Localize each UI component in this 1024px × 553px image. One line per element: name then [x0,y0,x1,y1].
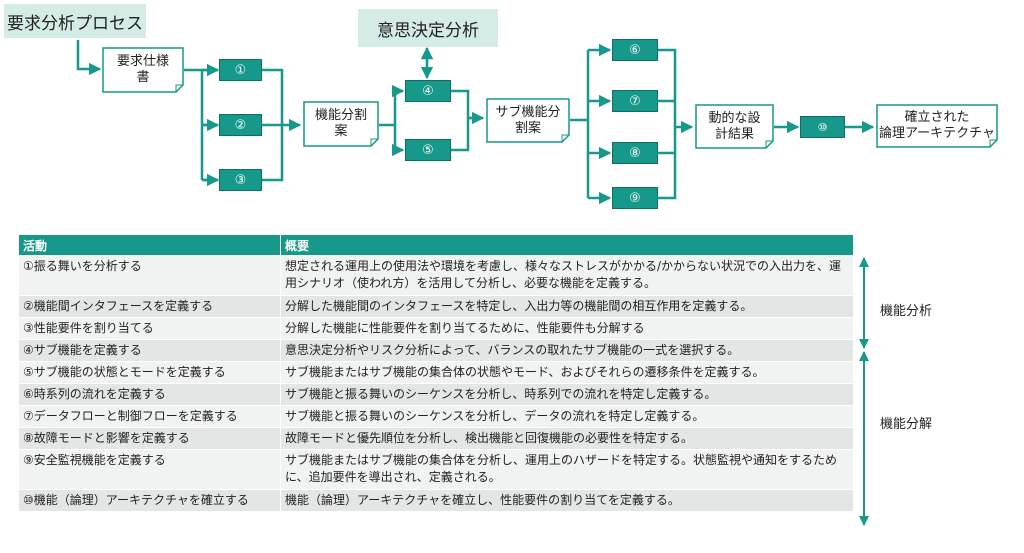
doc-function-allocation-label: 機能分割 案 [314,108,367,139]
activity-cell: ③性能要件を割り当てる [18,317,281,340]
step-9-box: ⑨ [612,187,658,209]
table-row: ③性能要件を割り当てる 分解した機能に性能要件を割り当てるために、性能要件も分解… [18,317,854,340]
summary-cell: 想定される運用上の使用法や環境を考慮し、様々なストレスがかかる/かからない状況で… [280,255,854,296]
summary-cell: 故障モードと優先順位を分析し、検出機能と回復機能の必要性を特定する。 [280,427,854,450]
activity-cell: ⑧故障モードと影響を定義する [18,427,281,450]
activity-table: 活動 概要 ①振る舞いを分析する 想定される運用上の使用法や環境を考慮し、様々な… [18,234,854,512]
summary-cell: 機能（論理）アーキテクチャを確立し、性能要件の割り当てを定義する。 [280,489,854,512]
activity-cell: ⑦データフローと制御フローを定義する [18,405,281,428]
activity-cell: ①振る舞いを分析する [18,255,281,296]
activity-cell: ⑩機能（論理）アーキテクチャを確立する [18,489,281,512]
step-7-box: ⑦ [612,90,658,112]
table-header-row: 活動 概要 [18,234,854,256]
step-6-box: ⑥ [612,39,658,61]
summary-cell: 意思決定分析やリスク分析によって、バランスの取れたサブ機能の一式を選択する。 [280,339,854,362]
flow-connectors [76,40,875,205]
group-arrows [859,257,869,526]
header-summary: 概要 [280,234,854,256]
table-row: ⑨安全監視機能を定義する サブ機能またはサブ機能の集合体を分析し、運用上のハザー… [18,449,854,490]
connector-merge-2 [451,89,480,152]
doc-function-allocation: 機能分割 案 [303,101,379,147]
connector-merge-1 [262,68,284,182]
doc-subfunction-allocation: サブ機能分 割案 [486,98,570,143]
table-row: ②機能間インタフェースを定義する 分解した機能間のインタフェースを特定し、入出力… [18,295,854,318]
decision-title: 意思決定分析 [358,9,498,47]
step-5-box: ⑤ [405,139,451,161]
table-row: ⑦データフローと制御フローを定義する サブ機能と振る舞いのシーケンスを分析し、デ… [18,405,854,428]
step-8-box: ⑧ [612,142,658,164]
doc-requirements-spec-label: 要求仕様 書 [116,54,169,85]
header-activity: 活動 [18,234,281,256]
connector-subfunc-split [570,50,590,198]
process-title: 要求分析プロセス [4,4,146,38]
doc-dynamic-design-label: 動的な設 計結果 [708,110,761,142]
summary-cell: サブ機能またはサブ機能の集合体を分析し、運用上のハザードを特定する。状態監視や通… [280,449,854,490]
activity-cell: ②機能間インタフェースを定義する [18,295,281,318]
step-10-box: ⑩ [800,116,845,138]
step-4-box: ④ [405,80,451,102]
summary-cell: サブ機能と振る舞いのシーケンスを分析し、時系列での流れを特定し定義する。 [280,383,854,406]
activity-cell: ⑤サブ機能の状態とモードを定義する [18,361,281,384]
summary-cell: 分解した機能間のインタフェースを特定し、入出力等の機能間の相互作用を定義する。 [280,295,854,318]
step-3-box: ③ [219,169,262,191]
doc-requirements-spec: 要求仕様 書 [102,47,184,93]
summary-cell: サブ機能またはサブ機能の集合体の状態やモード、およびそれらの遷移条件を定義する。 [280,361,854,384]
table-row: ⑤サブ機能の状態とモードを定義する サブ機能またはサブ機能の集合体の状態やモード… [18,361,854,384]
group-label-decomposition: 機能分解 [880,417,933,432]
summary-cell: 分解した機能に性能要件を割り当てるために、性能要件も分解する [280,317,854,340]
group-label-analysis: 機能分析 [880,304,933,319]
doc-subfunction-allocation-label: サブ機能分 割案 [495,104,561,136]
activity-cell: ④サブ機能を定義する [18,339,281,362]
doc-logical-architecture-label: 確立された 論理アーキテクチャ [878,110,996,141]
summary-cell: サブ機能と振る舞いのシーケンスを分析し、データの流れを特定し定義する。 [280,405,854,428]
table-row: ④サブ機能を定義する 意思決定分析やリスク分析によって、バランスの取れたサブ機能… [18,339,854,362]
connector-merge-3 [658,48,677,200]
connector-func-split [379,91,397,150]
doc-dynamic-design: 動的な設 計結果 [695,104,774,149]
connector-process-spec [76,40,102,76]
step-2-box: ② [219,114,262,136]
table-row: ⑧故障モードと影響を定義する 故障モードと優先順位を分析し、検出機能と回復機能の… [18,427,854,450]
step-1-box: ① [219,59,262,81]
table-row: ⑩機能（論理）アーキテクチャを確立する 機能（論理）アーキテクチャを確立し、性能… [18,489,854,512]
activity-cell: ⑨安全監視機能を定義する [18,449,281,490]
activity-cell: ⑥時系列の流れを定義する [18,383,281,406]
table-row: ⑥時系列の流れを定義する サブ機能と振る舞いのシーケンスを分析し、時系列での流れ… [18,383,854,406]
table-row: ①振る舞いを分析する 想定される運用上の使用法や環境を考慮し、様々なストレスがか… [18,255,854,296]
doc-logical-architecture: 確立された 論理アーキテクチャ [876,104,998,148]
